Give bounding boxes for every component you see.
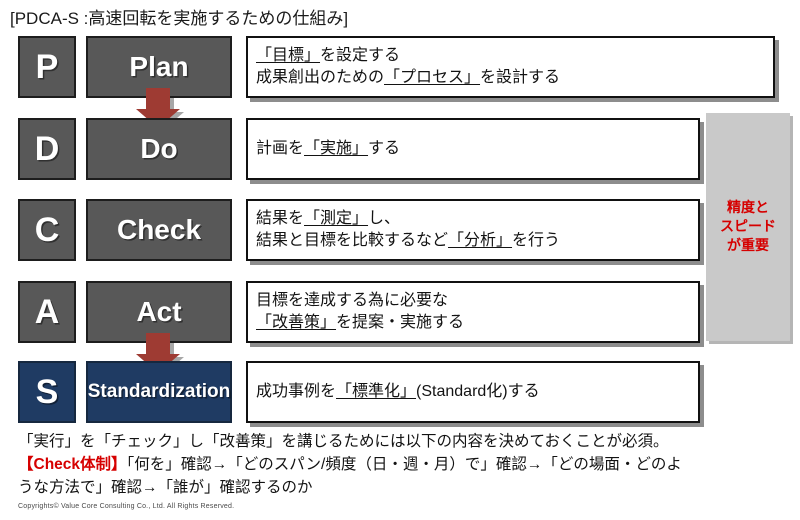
description-line: 目標を達成する為に必要な	[256, 290, 690, 312]
description-box-do: 計画を「実施」する	[246, 118, 700, 180]
emphasis-term: 「標準化」	[336, 383, 417, 400]
emphasis-term: 「実施」	[304, 140, 369, 157]
phase-box-do[interactable]: Do	[86, 118, 232, 180]
plain-text: を設定する	[320, 47, 401, 64]
plain-text: 目標を達成する為に必要な	[256, 292, 449, 309]
plain-text: (Standard化)する	[416, 383, 540, 400]
emphasis-term: 「測定」	[304, 210, 369, 227]
plain-text: 計画を	[256, 140, 305, 157]
emphasis-term: 「プロセス」	[384, 69, 481, 86]
letter-box-p[interactable]: P	[18, 36, 76, 98]
plain-text: 成功事例を	[256, 383, 337, 400]
phase-box-act[interactable]: Act	[86, 281, 232, 343]
letter-box-c[interactable]: C	[18, 199, 76, 261]
emphasis-line-2: スピード	[720, 218, 776, 234]
plain-text: を提案・実施する	[336, 314, 465, 331]
description-line: 「改善策」を提案・実施する	[256, 312, 690, 334]
letter-box-a[interactable]: A	[18, 281, 76, 343]
plain-text: する	[368, 140, 401, 157]
description-box-plan: 「目標」を設定する成果創出のための「プロセス」を設計する	[246, 36, 775, 98]
description-line: 結果と目標を比較するなど「分析」を行う	[256, 230, 690, 252]
emphasis-line-3: が重要	[727, 237, 769, 253]
emphasis-panel-text: 精度と スピード が重要	[706, 198, 790, 255]
emphasis-term: 「分析」	[448, 232, 513, 249]
emphasis-panel	[706, 113, 790, 341]
description-line: 計画を「実施」する	[256, 138, 690, 160]
emphasis-line-1: 精度と	[727, 199, 769, 215]
description-line: 成果創出のための「プロセス」を設計する	[256, 67, 765, 89]
letter-box-s[interactable]: S	[18, 361, 76, 423]
description-line: 成功事例を「標準化」(Standard化)する	[256, 381, 690, 403]
description-box-act: 目標を達成する為に必要な「改善策」を提案・実施する	[246, 281, 700, 343]
plain-text: を行う	[512, 232, 561, 249]
plain-text: 成果創出のための	[256, 69, 385, 86]
bottom-note-line-2-rest: 「何を」確認→「どのスパン/頻度（日・週・月）で」確認→「どの場面・どのよ	[126, 456, 682, 473]
plain-text: 結果と目標を比較するなど	[256, 232, 449, 249]
description-line: 結果を「測定」し、	[256, 208, 690, 230]
bottom-note-line-3: うな方法で」確認→「誰が」確認するのか	[18, 479, 313, 496]
description-line: 「目標」を設定する	[256, 45, 765, 67]
page-title: [PDCA-S :高速回転を実施するための仕組み]	[10, 9, 349, 28]
phase-box-check[interactable]: Check	[86, 199, 232, 261]
plain-text: し、	[368, 210, 401, 227]
emphasis-term: 「改善策」	[256, 314, 337, 331]
description-box-check: 結果を「測定」し、結果と目標を比較するなど「分析」を行う	[246, 199, 700, 261]
check-taisei-label: 【Check体制】	[18, 456, 127, 473]
emphasis-term: 「目標」	[256, 47, 321, 64]
copyright-notice: Copyrights© Value Core Consulting Co., L…	[18, 503, 235, 510]
plain-text: を設計する	[480, 69, 561, 86]
phase-box-standardization[interactable]: Standardization	[86, 361, 232, 423]
plain-text: 結果を	[256, 210, 305, 227]
bottom-note-line-2: 【Check体制】「何を」確認→「どのスパン/頻度（日・週・月）で」確認→「どの…	[18, 453, 788, 476]
letter-box-d[interactable]: D	[18, 118, 76, 180]
bottom-note: 「実行」を「チェック」し「改善策」を講じるためには以下の内容を決めておくことが必…	[18, 430, 788, 499]
description-box-standardization: 成功事例を「標準化」(Standard化)する	[246, 361, 700, 423]
bottom-note-line-1: 「実行」を「チェック」し「改善策」を講じるためには以下の内容を決めておくことが必…	[18, 433, 669, 450]
